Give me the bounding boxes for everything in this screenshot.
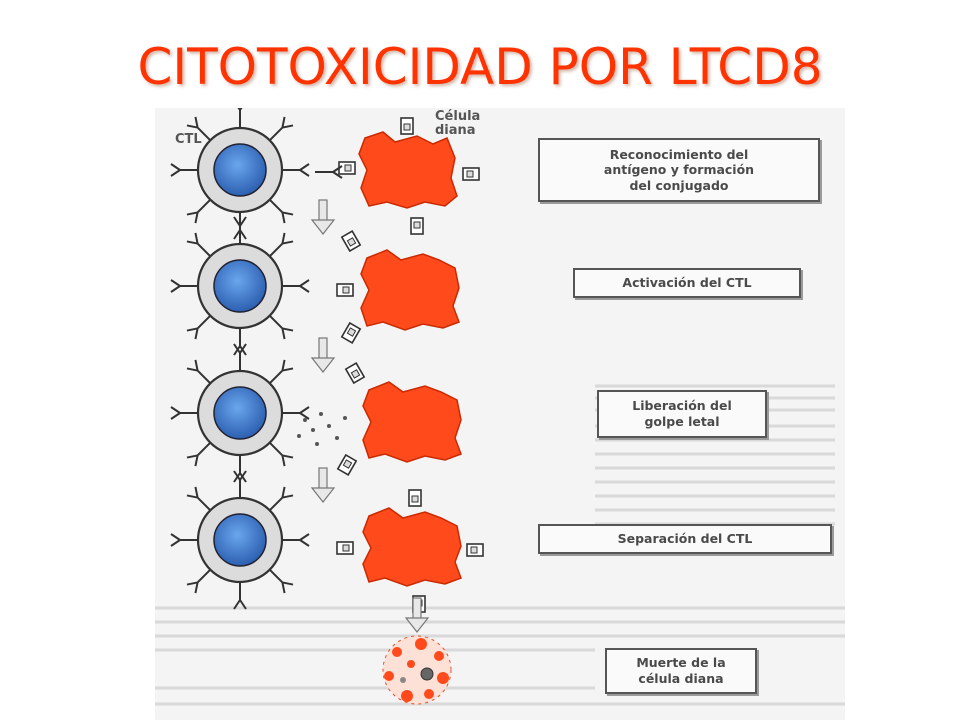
- stage-label-separation: Separación del CTL: [538, 524, 832, 554]
- ctl-cell: [170, 108, 310, 240]
- page-title: CITOTOXICIDAD POR LTCD8: [137, 38, 823, 96]
- target-cell-label: Célula diana: [435, 109, 481, 139]
- dying-target-cell: [382, 635, 452, 705]
- stage-label-recognition: Reconocimiento del antígeno y formación …: [538, 138, 820, 202]
- stage-3-cells: [170, 343, 462, 483]
- target-cell: [358, 131, 458, 209]
- target-cell: [362, 507, 462, 587]
- target-cell: [360, 249, 460, 331]
- stage-4-cells: [170, 470, 484, 613]
- arrow-down-2: [311, 337, 335, 373]
- ctl-label: CTL: [175, 132, 202, 147]
- ctl-cell: [170, 216, 310, 356]
- ctl-cell: [170, 343, 310, 483]
- ctl-cell: [170, 470, 310, 610]
- stage-label-target-death: Muerte de la célula diana: [605, 648, 757, 694]
- cytotoxicity-diagram: CTL Célula diana Reconocimiento del antí…: [155, 108, 845, 720]
- stage-2-cells: [170, 216, 460, 356]
- arrow-down-1: [311, 199, 335, 235]
- stage-label-activation: Activación del CTL: [573, 268, 801, 298]
- target-cell: [362, 381, 462, 463]
- stage-label-lethal-hit: Liberación del golpe letal: [597, 390, 767, 438]
- stage-1-cells: [170, 108, 480, 240]
- lethal-granules: [297, 412, 347, 446]
- diagram-canvas: [155, 108, 845, 706]
- arrow-down-3: [311, 467, 335, 503]
